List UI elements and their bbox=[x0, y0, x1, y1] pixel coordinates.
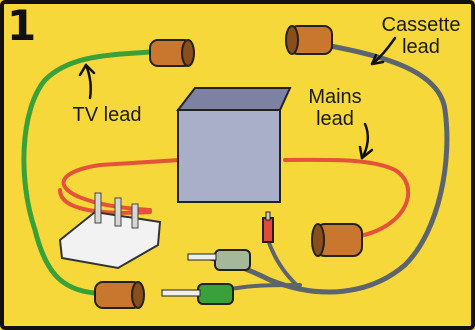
cassette-connector-top bbox=[285, 25, 333, 55]
panel-number: 1 bbox=[7, 1, 37, 50]
power-unit bbox=[175, 87, 292, 203]
mains-plug bbox=[58, 192, 162, 270]
tv-lead-cable bbox=[21, 49, 153, 296]
mains-lead-label: Mains lead bbox=[308, 86, 362, 130]
label-arrows bbox=[78, 36, 397, 160]
jack-plug-gray bbox=[187, 249, 251, 271]
jack-plug-red bbox=[262, 211, 274, 243]
jack-plug-green bbox=[161, 283, 234, 305]
cassette-lead-label: Cassette lead bbox=[381, 14, 461, 58]
tv-lead-label: TV lead bbox=[72, 104, 142, 126]
mains-connector-right bbox=[311, 223, 363, 257]
cassette-lead-cable bbox=[207, 42, 450, 295]
tv-connector-bottom bbox=[94, 281, 145, 309]
tv-connector-top bbox=[149, 39, 195, 67]
